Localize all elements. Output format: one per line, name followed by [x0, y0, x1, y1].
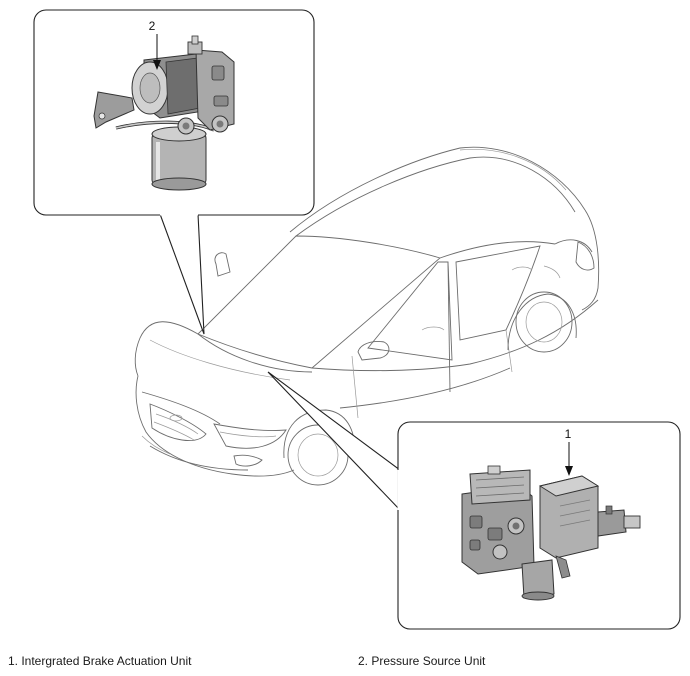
brake-actuation-detail-box: 1	[397, 421, 681, 630]
callout-number-2: 2	[149, 19, 156, 33]
pointer-lines	[159, 213, 401, 512]
callout-number-1: 1	[565, 427, 572, 441]
integrated-brake-actuation-unit-illustration	[461, 465, 641, 601]
car-outline	[134, 146, 600, 486]
pressure-source-detail-box: 2	[33, 9, 315, 216]
legend-item-1: 1. Intergrated Brake Actuation Unit	[8, 654, 192, 668]
pressure-source-unit-illustration	[93, 35, 235, 191]
vehicle-component-diagram: 2	[33, 9, 681, 630]
legend-item-2: 2. Pressure Source Unit	[358, 654, 486, 668]
